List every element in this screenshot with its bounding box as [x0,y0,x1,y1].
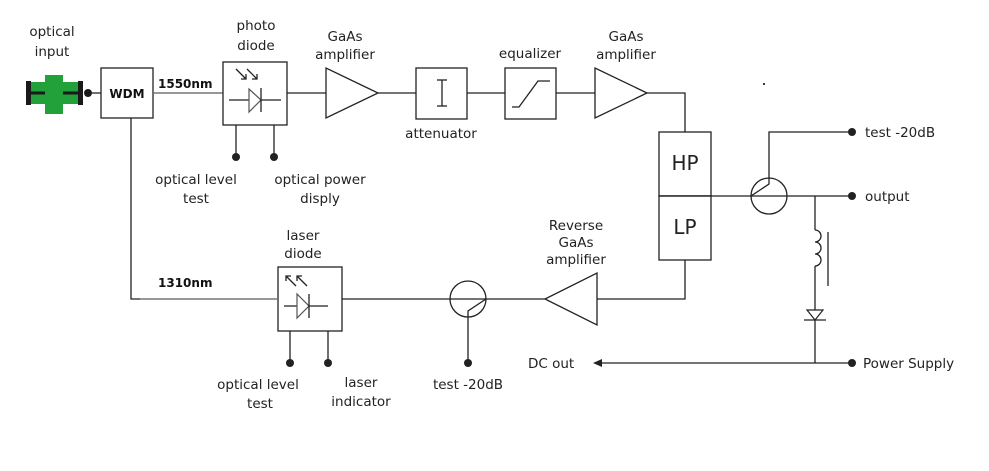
gaas-amplifier-1-label-1: GaAs [327,29,362,45]
optical-power-display-label-2: disply [300,191,340,207]
dc-out-label: DC out [528,356,574,372]
test-20db-top-label: test -20dB [865,125,935,141]
high-pass-label: HP [671,151,698,175]
laser-diode-label-1: laser [287,228,320,244]
photo-diode-block [222,61,288,126]
laser-diode-block [277,266,343,332]
photo-diode-icon [229,68,281,114]
reverse-gaas-amplifier [543,271,598,327]
arrow-left-icon [593,359,602,367]
laser-indicator-label-1: laser [345,375,378,391]
power-supply-terminal [848,359,856,367]
optical-level-test-bottom-label-2: test [247,396,273,412]
wdm-label: WDM [109,87,144,101]
equalizer-block [504,67,557,120]
optical-power-display-terminal [270,153,278,161]
optical-connector-icon [26,75,92,114]
equalizer-label: equalizer [499,46,562,62]
photo-diode-label-2: diode [237,38,274,54]
path-1310nm [130,118,140,300]
attenuator-label: attenuator [405,126,477,142]
diode-icon [804,309,826,363]
laser-diode-label-2: diode [284,246,321,262]
optical-power-display-label-1: optical power [274,172,366,188]
test-20db-bottom-label: test -20dB [433,377,503,393]
optical-level-test-terminal-bottom [286,359,294,367]
gaas-amplifier-2 [594,66,649,120]
inductor-icon [814,196,829,310]
wavelength-1310-label: 1310nm [158,276,212,290]
laser-diode-icon [284,275,328,320]
low-pass-label: LP [673,215,696,239]
optical-level-test-top-label-2: test [183,191,209,207]
optical-level-test-bottom-label-1: optical level [217,377,299,393]
gaas-amplifier-1-label-2: amplifier [315,47,375,63]
output-terminal [848,192,856,200]
attenuator-icon [437,79,447,107]
optical-level-test-terminal-top [232,153,240,161]
power-supply-label: Power Supply [863,356,954,372]
wavelength-1550-label: 1550nm [158,77,212,91]
reverse-amp-label-3: amplifier [546,252,606,268]
test-20db-bottom-terminal [464,359,472,367]
reverse-amp-label-2: GaAs [558,235,593,251]
optical-input-label-1: optical [29,24,74,40]
equalizer-icon [512,80,550,108]
optical-input-label-2: input [35,44,70,60]
test-20db-top-terminal [848,128,856,136]
laser-indicator-terminal [324,359,332,367]
wdm-block [100,67,154,119]
photo-diode-label-1: photo [237,18,276,34]
output-label: output [865,189,910,205]
laser-indicator-label-2: indicator [331,394,391,410]
gaas-amplifier-2-label-1: GaAs [608,29,643,45]
gaas-amplifier-1 [325,66,380,120]
gaas-amplifier-2-label-2: amplifier [596,47,656,63]
reverse-amp-label-1: Reverse [549,218,603,234]
optical-level-test-top-label-1: optical level [155,172,237,188]
